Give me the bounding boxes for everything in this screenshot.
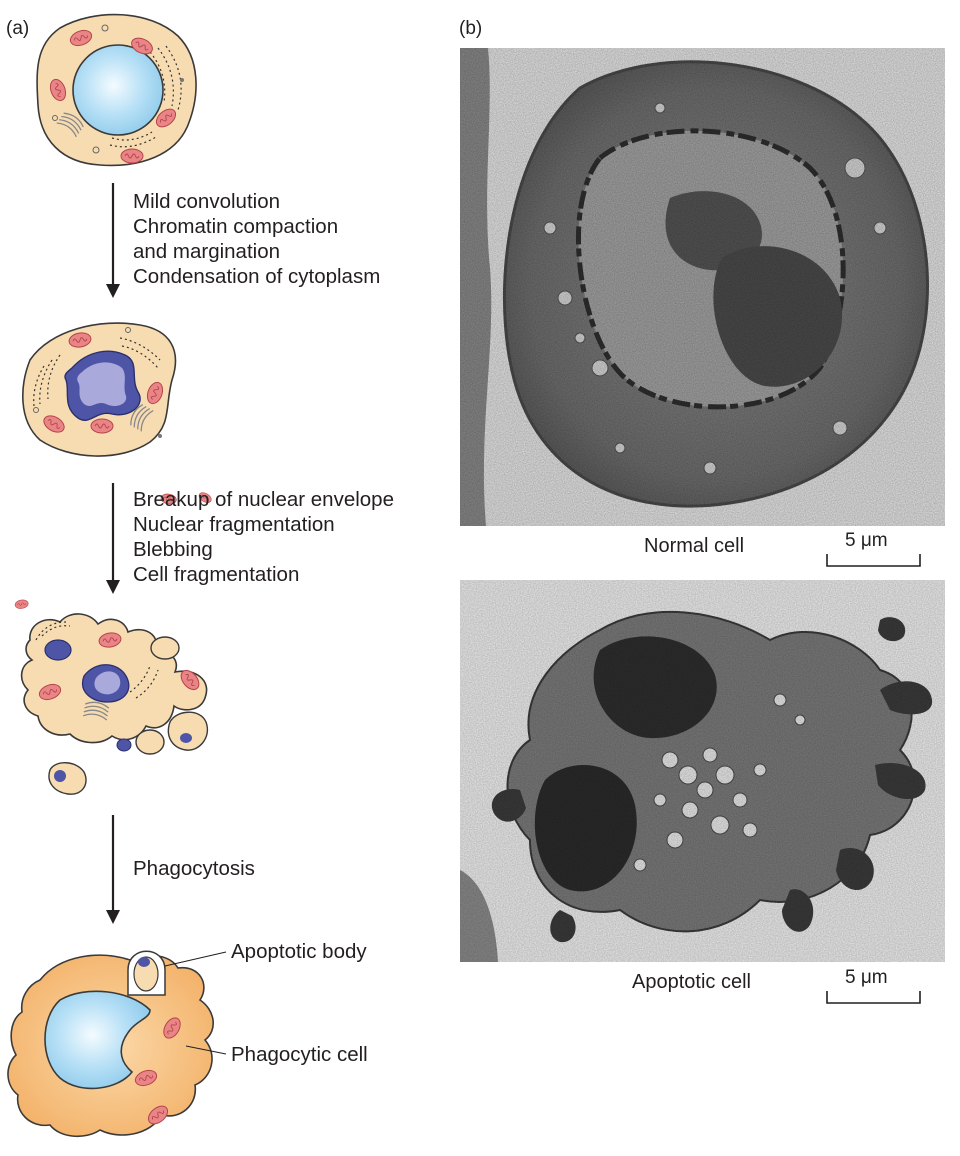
apoptotic-scale-bar — [826, 991, 921, 1004]
apoptotic-scale-label: 5 μm — [845, 967, 888, 988]
step-2-line-3: Blebbing — [133, 538, 213, 561]
normal-cell-drawing — [36, 13, 197, 167]
step-2-line-4: Cell fragmentation — [133, 563, 300, 586]
step-3-line-1: Phagocytosis — [133, 857, 255, 880]
normal-scale-label: 5 μm — [845, 530, 888, 551]
arrow-3 — [106, 815, 120, 924]
panel-b-label: (b) — [459, 18, 483, 39]
normal-cell-micrograph — [460, 48, 945, 526]
arrow-1 — [106, 183, 120, 298]
fragmented-cell-drawing — [20, 490, 214, 795]
apoptosis-stages-diagram — [7, 13, 227, 1138]
panel-a-label: (a) — [6, 18, 30, 39]
step-1-line-4: Condensation of cytoplasm — [133, 265, 381, 288]
step-3-text: Phagocytosis — [133, 856, 255, 881]
apoptotic-cell-caption: Apoptotic cell — [632, 971, 751, 993]
apoptotic-body-label: Apoptotic body — [231, 940, 367, 963]
step-2-text: Breakup of nuclear envelope Nuclear frag… — [133, 487, 394, 587]
condensed-cell-drawing — [22, 322, 177, 457]
step-1-line-2: Chromatin compaction — [133, 215, 339, 238]
phagocytic-cell-drawing — [7, 598, 227, 1138]
step-1-text: Mild convolution Chromatin compaction an… — [133, 189, 380, 289]
apoptotic-cell-micrograph — [460, 580, 945, 962]
step-2-line-2: Nuclear fragmentation — [133, 513, 335, 536]
phagocytic-cell-label: Phagocytic cell — [231, 1043, 368, 1066]
normal-cell-caption: Normal cell — [644, 535, 745, 557]
arrow-2 — [106, 483, 120, 594]
step-1-line-1: Mild convolution — [133, 190, 280, 213]
step-1-line-3: and margination — [133, 240, 281, 263]
normal-scale-bar — [826, 554, 921, 567]
step-2-line-1: Breakup of nuclear envelope — [133, 488, 394, 511]
